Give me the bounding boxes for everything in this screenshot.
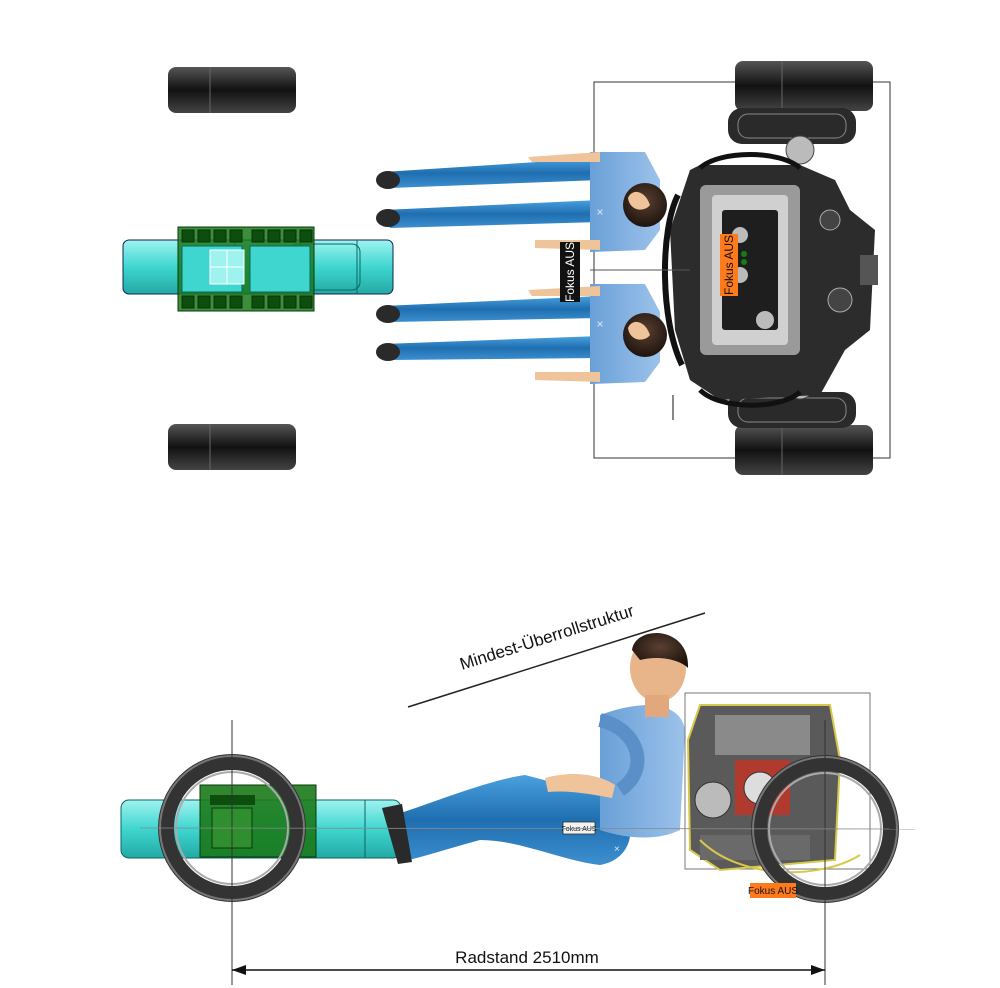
svg-text:×: × xyxy=(614,844,620,855)
wheelbase-dimension: Radstand 2510mm xyxy=(232,948,825,975)
focus-tag-top-engine: Fokus AUS xyxy=(720,234,738,296)
occupant-top-upper: × xyxy=(376,152,667,252)
focus-tag-side-engine: Fokus AUS xyxy=(748,883,798,898)
battery-pack-top xyxy=(177,226,315,312)
top-view: Fokus AUS xyxy=(122,61,891,475)
focus-tag-side-engine-text: Fokus AUS xyxy=(748,886,798,897)
focus-tag-top-seat-text: Fokus AUS xyxy=(563,242,577,302)
front-left-tire xyxy=(735,61,873,111)
front-right-tire xyxy=(735,425,873,475)
occupant-side: × xyxy=(382,633,689,865)
engine-top-view xyxy=(662,152,878,420)
focus-tag-side-seat-text: Fokus AUS xyxy=(561,826,596,833)
rollover-line xyxy=(407,612,706,708)
rear-right-tire xyxy=(168,424,296,470)
svg-text:×: × xyxy=(596,317,603,331)
focus-tag-top-engine-text: Fokus AUS xyxy=(722,235,736,295)
front-left-brake xyxy=(728,108,856,144)
focus-tag-side-seat: Fokus AUS xyxy=(561,821,597,835)
svg-text:×: × xyxy=(596,205,603,219)
side-view: Mindest-Überrollstruktur xyxy=(120,601,916,985)
focus-tag-top-seat: Fokus AUS xyxy=(560,242,580,302)
front-right-brake xyxy=(728,392,856,428)
wheelbase-label: Radstand 2510mm xyxy=(455,948,599,967)
occupant-top-lower: × xyxy=(376,284,667,384)
rear-left-tire xyxy=(168,67,296,113)
